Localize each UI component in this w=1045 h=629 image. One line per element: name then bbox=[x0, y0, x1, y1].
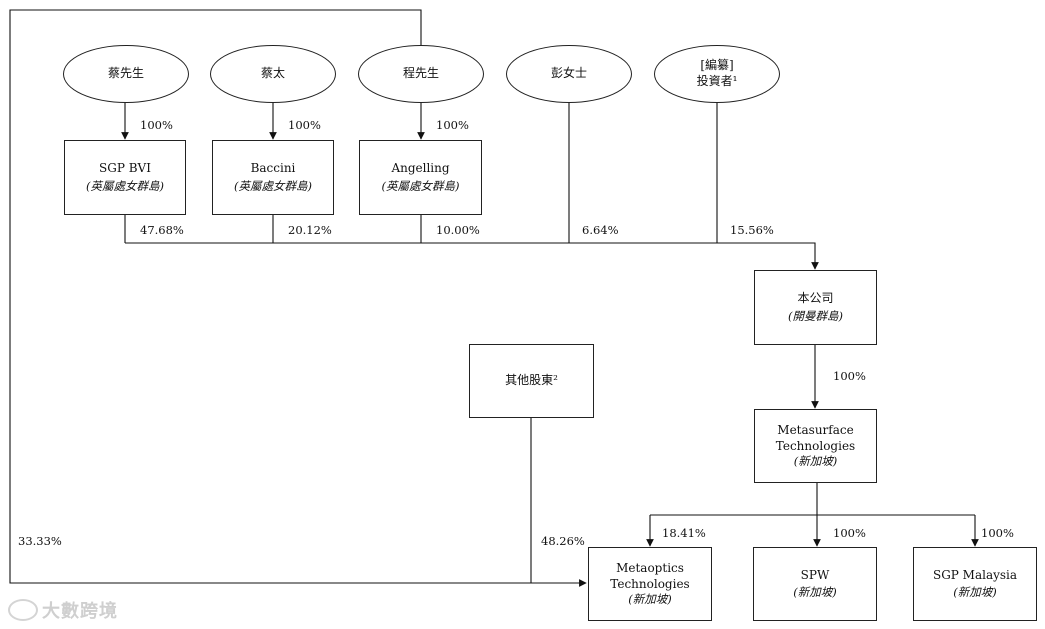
oval-label: 彭女士 bbox=[550, 66, 587, 81]
entity-name-line2: Technologies bbox=[775, 438, 856, 453]
entity-jurisdiction: (英屬處女群島) bbox=[234, 178, 312, 193]
entity-name: SGP Malaysia bbox=[932, 567, 1018, 582]
watermark: 大數跨境 bbox=[8, 597, 118, 623]
pct-company-metasurface: 100% bbox=[833, 369, 866, 383]
entity-name: Angelling bbox=[391, 161, 450, 176]
entity-company: 本公司 (開曼群島) bbox=[754, 270, 877, 345]
entity-jurisdiction: (新加坡) bbox=[793, 585, 837, 600]
entity-name: SGP BVI bbox=[99, 161, 151, 176]
shareholder-cai-tai: 蔡太 bbox=[210, 45, 336, 103]
shareholder-cheng-xiansheng: 程先生 bbox=[358, 45, 484, 103]
entity-name-line2: Technologies bbox=[610, 576, 690, 591]
pct-cheng-metaoptics: 33.33% bbox=[18, 534, 62, 548]
entity-baccini: Baccini (英屬處女群島) bbox=[212, 140, 334, 215]
pct-metasurface-metaoptics: 18.41% bbox=[662, 526, 706, 540]
pct-baccini-company: 20.12% bbox=[288, 223, 332, 237]
line-cheng-metaoptics bbox=[9, 9, 587, 587]
pct-caitai-baccini: 100% bbox=[288, 118, 321, 132]
oval-label: 程先生 bbox=[402, 66, 439, 81]
entity-spw: SPW (新加坡) bbox=[753, 547, 877, 621]
oval-label: 蔡太 bbox=[260, 66, 285, 81]
oval-label-line1: [編纂] bbox=[700, 58, 734, 73]
entity-name: Baccini bbox=[250, 161, 296, 176]
pct-others-metaoptics: 48.26% bbox=[541, 534, 585, 548]
entity-jurisdiction: (英屬處女群島) bbox=[86, 178, 164, 193]
entity-jurisdiction: (新加坡) bbox=[628, 592, 672, 607]
watermark-text: 大數跨境 bbox=[42, 601, 118, 622]
watermark-logo-icon bbox=[8, 599, 38, 621]
shareholder-redacted-investor: [編纂] 投資者¹ bbox=[654, 45, 780, 103]
entity-jurisdiction: (英屬處女群島) bbox=[381, 178, 460, 193]
entity-sgp-malaysia: SGP Malaysia (新加坡) bbox=[913, 547, 1037, 621]
entity-sgp-bvi: SGP BVI (英屬處女群島) bbox=[64, 140, 186, 215]
entity-jurisdiction: (新加坡) bbox=[793, 454, 838, 469]
entity-jurisdiction: (開曼群島) bbox=[788, 308, 843, 323]
entity-name-line1: Metaoptics bbox=[616, 560, 684, 575]
pct-metasurface-spw: 100% bbox=[833, 526, 866, 540]
pct-metasurface-sgpmalaysia: 100% bbox=[981, 526, 1014, 540]
oval-label-line2: 投資者¹ bbox=[696, 74, 738, 88]
entity-jurisdiction: (新加坡) bbox=[953, 585, 997, 600]
entity-angelling: Angelling (英屬處女群島) bbox=[359, 140, 482, 215]
shareholder-cai-xiansheng: 蔡先生 bbox=[63, 45, 189, 103]
line-bus-company bbox=[125, 242, 819, 270]
entity-name: 本公司 bbox=[797, 291, 834, 306]
other-shareholders-box: 其他股東² bbox=[469, 344, 594, 418]
oval-label: 蔡先生 bbox=[107, 66, 144, 81]
entity-metasurface: Metasurface Technologies (新加坡) bbox=[754, 409, 877, 483]
shareholder-peng-nvshi: 彭女士 bbox=[506, 45, 632, 103]
pct-cai-sgpbvi: 100% bbox=[140, 118, 173, 132]
pct-investor-company: 15.56% bbox=[730, 223, 774, 237]
entity-name-line1: Metasurface bbox=[777, 422, 854, 437]
pct-angelling-company: 10.00% bbox=[436, 223, 480, 237]
pct-cheng-angelling: 100% bbox=[436, 118, 469, 132]
entity-name: 其他股東² bbox=[505, 373, 558, 388]
pct-sgpbvi-company: 47.68% bbox=[140, 223, 184, 237]
entity-name: SPW bbox=[800, 567, 830, 582]
entity-metaoptics: Metaoptics Technologies (新加坡) bbox=[588, 547, 712, 621]
pct-peng-company: 6.64% bbox=[582, 223, 619, 237]
